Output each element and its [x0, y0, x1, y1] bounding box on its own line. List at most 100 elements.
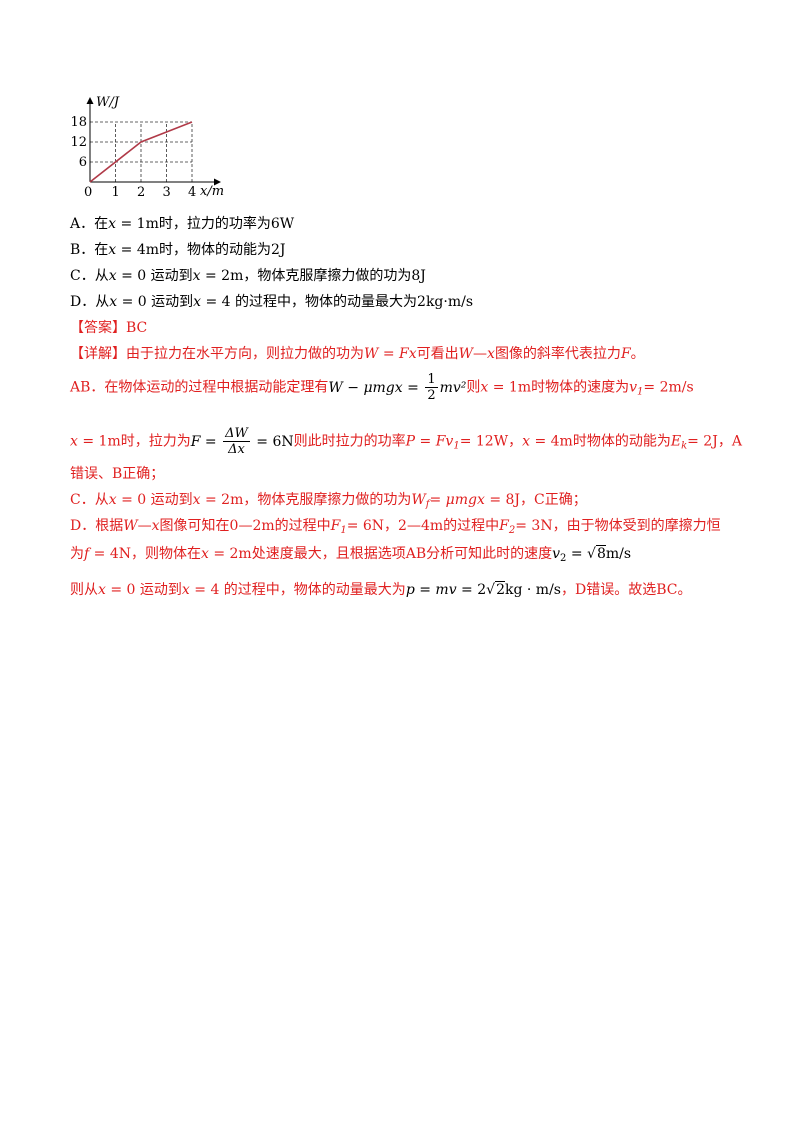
sqrt-arg-2: 2 — [495, 581, 505, 598]
detail-line-5: C．从x = 0 运动到x = 2m，物体克服摩擦力做的功为Wf= μmgx =… — [70, 490, 587, 515]
formula-mv: mv² — [439, 379, 467, 396]
y-tick-label: 6 — [79, 155, 87, 170]
detail-8-tail: ，D错误。故选BC。 — [560, 582, 692, 598]
formula-eq5: = 2 — [456, 582, 487, 598]
detail-7-mid2: = 2m处速度最大，且根据选项AB分析可知此时的速度 — [208, 546, 553, 562]
detail-3-fv: Fv — [435, 433, 454, 450]
detail-1-tail: 图像的斜率代表拉力 — [494, 346, 621, 362]
option-c-mid: = 0 运动到 — [116, 268, 193, 284]
option-c-var2: x — [192, 268, 201, 284]
velocity-formula: v2 = √8m/s — [552, 545, 631, 564]
formula-mv2: mv — [435, 582, 457, 598]
formula-vsub: 2 — [560, 553, 567, 564]
detail-7-x: x — [200, 546, 209, 562]
detail-6-x: x — [151, 518, 160, 534]
answer-label: 【答案】BC — [70, 320, 148, 336]
detail-5-eq: = — [429, 492, 446, 508]
detail-3-tail: = 2J，A — [687, 433, 742, 450]
y-tick-label: 12 — [70, 135, 87, 150]
formula-minus: − — [342, 379, 364, 396]
detail-3-mid3: = 4m时物体的动能为 — [530, 433, 671, 450]
detail-2-vsub: 1 — [637, 386, 644, 398]
detail-3-eq: = — [415, 433, 436, 450]
detail-6-f1sub: 1 — [340, 525, 347, 536]
fraction2-num: ΔW — [223, 426, 250, 442]
detail-3-x: x — [70, 433, 78, 450]
sqrt-sign: √ — [587, 546, 596, 562]
detail-1-f: F — [620, 346, 631, 362]
detail-3-p: P — [405, 433, 416, 450]
chart-grid — [90, 121, 193, 182]
detail-4-text: 错误、B正确； — [70, 466, 165, 482]
formula-eq3: = — [566, 546, 588, 562]
detail-1-mid: 可看出 — [416, 346, 459, 362]
formula-mu: μmgx — [363, 379, 403, 396]
detail-6-dash: — — [137, 518, 152, 534]
detail-5-mu: μmgx — [445, 492, 485, 508]
detail-6-f2sub: 2 — [508, 525, 516, 536]
formula-w: W — [328, 379, 343, 396]
detail-1-w: W — [364, 346, 379, 362]
option-b-var: x — [108, 242, 117, 258]
detail-8-head: 则从 — [70, 582, 98, 598]
fraction-num: 1 — [425, 372, 438, 388]
x-tick-label: 3 — [163, 185, 171, 200]
detail-8-x1: x — [98, 582, 106, 598]
y-tick-label: 18 — [70, 115, 87, 130]
option-a-var: x — [108, 216, 117, 232]
detail-line-6: D．根据W—x图像可知在0—2m的过程中F1= 6N，2—4m的过程中F2= 3… — [70, 516, 721, 541]
detail-2-mid: 则 — [466, 379, 481, 396]
detail-6-w: W — [123, 518, 138, 534]
formula-unit-2: kg · m/s — [505, 582, 561, 598]
answer-line: 【答案】BC — [70, 318, 147, 338]
detail-line-8: 则从x = 0 运动到x = 4 的过程中，物体的动量最大为p = mv = 2… — [70, 580, 691, 600]
formula-eq2: = — [200, 433, 222, 450]
formula-p: p — [405, 582, 415, 598]
detail-5-head: C．从 — [70, 492, 109, 508]
sqrt-arg: 8 — [595, 545, 606, 562]
detail-2-head: AB．在物体运动的过程中根据动能定理有 — [70, 379, 329, 396]
detail-3-x2: x — [522, 433, 530, 450]
x-axis-label: x/m — [200, 184, 224, 199]
y-axis-label: W/J — [96, 95, 120, 110]
formula-v: v — [552, 546, 561, 562]
detail-1-w2: W — [458, 346, 474, 362]
option-a: A．在x = 1m时，拉力的功率为6W — [70, 214, 294, 234]
detail-8-x2: x — [181, 582, 190, 598]
detail-2-x: x — [480, 379, 489, 396]
option-a-text: = 1m时，拉力的功率为6W — [116, 216, 295, 232]
detail-5-mid2: = 2m，物体克服摩擦力做的功为 — [200, 492, 412, 508]
option-d-mid: = 0 运动到 — [117, 294, 194, 310]
fraction2-den: Δx — [228, 442, 245, 457]
option-d-text: = 4 的过程中，物体的动量最大为2kg·m/s — [201, 294, 474, 310]
detail-5-mid1: = 0 运动到 — [116, 492, 193, 508]
detail-line-4: 错误、B正确； — [70, 464, 164, 484]
detail-2-tail: = 2m/s — [643, 379, 694, 396]
detail-6-tail: = 3N，由于物体受到的摩擦力恒 — [515, 518, 721, 534]
formula-eq4: = — [414, 582, 436, 598]
sqrt-sign-2: √ — [486, 582, 496, 598]
detail-6-head: D．根据 — [70, 518, 124, 534]
option-b-prefix: B．在 — [70, 242, 109, 258]
option-b-text: = 4m时，物体的动能为2J — [116, 242, 286, 258]
option-c-prefix: C．从 — [70, 268, 109, 284]
detail-1-fx: Fx — [399, 346, 417, 362]
detail-3-fvsub: 1 — [453, 440, 460, 452]
formula-result: = 6N — [251, 433, 294, 450]
detail-6-mid: 图像可知在0—2m的过程中 — [159, 518, 331, 534]
detail-1-dash: — — [473, 346, 488, 362]
option-d-prefix: D．从 — [70, 294, 110, 310]
option-d-var2: x — [193, 294, 202, 310]
x-tick-label: 4 — [188, 185, 196, 200]
x-tick-label: 2 — [137, 185, 145, 200]
detail-6-f1: F — [330, 518, 341, 534]
momentum-formula: p = mv = 2√2kg · m/s — [406, 581, 561, 598]
detail-line-7: 为f = 4N，则物体在x = 2m处速度最大，且根据选项AB分析可知此时的速度… — [70, 544, 631, 569]
option-d-var1: x — [109, 294, 118, 310]
